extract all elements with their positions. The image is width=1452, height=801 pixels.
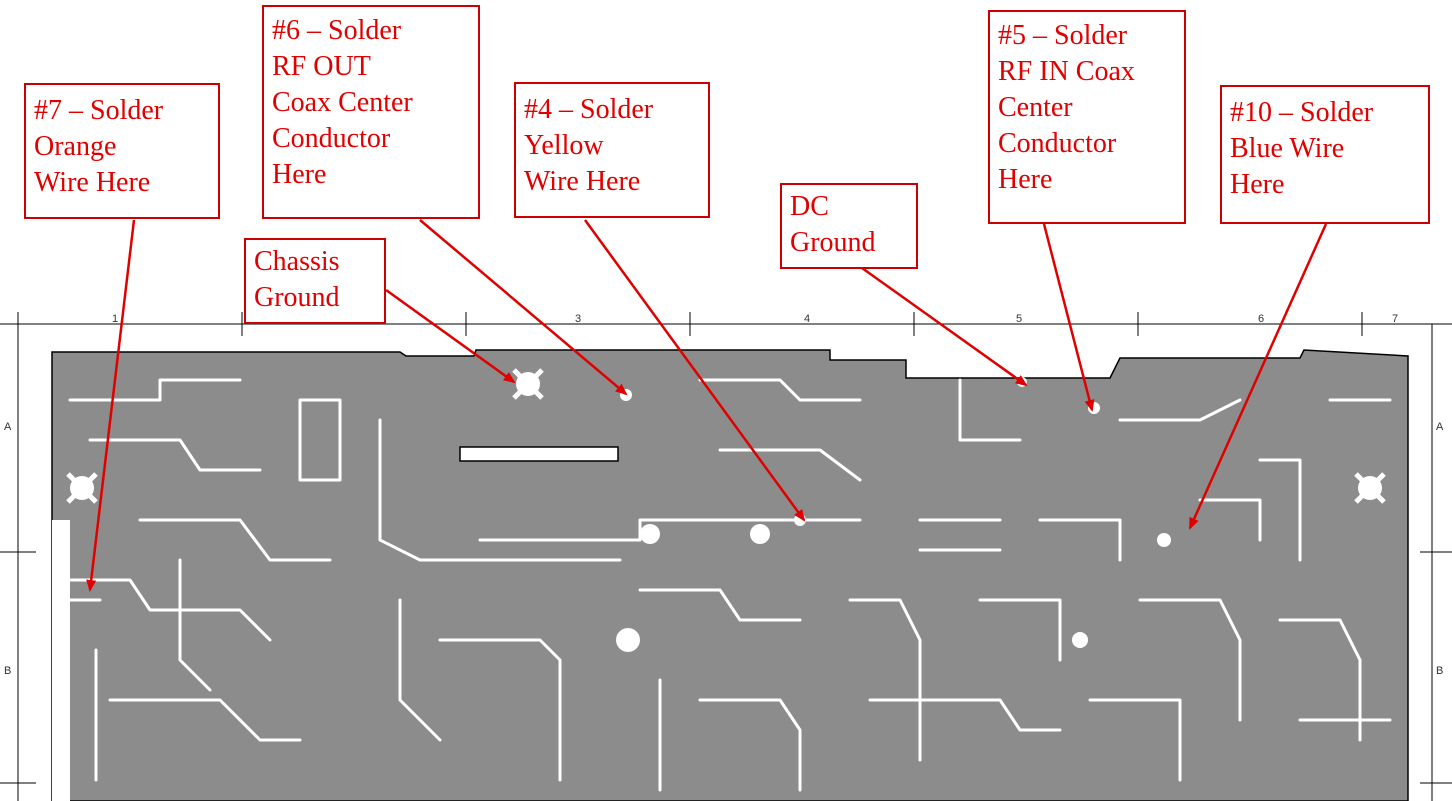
ruler-col-5: 5 bbox=[1016, 313, 1022, 325]
callout-chassis-ground: Chassis Ground bbox=[244, 238, 386, 324]
ruler-col-4: 4 bbox=[804, 313, 810, 325]
callout-yellow-wire: #4 – Solder Yellow Wire Here bbox=[514, 82, 710, 218]
callout-orange-wire: #7 – Solder Orange Wire Here bbox=[24, 83, 220, 219]
callout-rf-in: #5 – Solder RF IN Coax Center Conductor … bbox=[988, 10, 1186, 224]
ruler-col-7: 7 bbox=[1392, 313, 1398, 325]
ruler-col-6: 6 bbox=[1258, 313, 1264, 325]
arrow-chassis-ground bbox=[385, 288, 516, 384]
connector-slot bbox=[459, 446, 619, 462]
arrow-yellow-wire bbox=[583, 219, 806, 522]
callout-rf-out: #6 – Solder RF OUT Coax Center Conductor… bbox=[262, 5, 480, 219]
ruler-col-1: 1 bbox=[112, 313, 118, 325]
ruler-row-b-right: B bbox=[1436, 665, 1443, 677]
arrow-dc-ground bbox=[861, 266, 1028, 387]
pcb-left-edge-cut bbox=[52, 520, 70, 801]
mounting-hole-chassis bbox=[512, 368, 544, 400]
pcb-board-outline bbox=[51, 349, 1409, 801]
callout-dc-ground: DC Ground bbox=[780, 183, 918, 269]
ruler-row-a-left: A bbox=[4, 421, 12, 433]
arrow-orange-wire bbox=[86, 219, 136, 592]
ruler-row-a-right: A bbox=[1436, 421, 1444, 433]
ruler-frame bbox=[0, 312, 1452, 801]
arrow-rf-out bbox=[419, 219, 628, 396]
arrow-blue-wire bbox=[1188, 223, 1328, 530]
mounting-hole-left bbox=[66, 472, 98, 504]
leader-arrows bbox=[86, 219, 1328, 592]
ruler-row-b-left: B bbox=[4, 665, 11, 677]
pcb-traces bbox=[58, 378, 1392, 792]
mounting-hole-right bbox=[1354, 472, 1386, 504]
callout-blue-wire: #10 – Solder Blue Wire Here bbox=[1220, 85, 1430, 224]
ruler-col-3: 3 bbox=[575, 313, 581, 325]
arrow-rf-in bbox=[1042, 223, 1095, 412]
